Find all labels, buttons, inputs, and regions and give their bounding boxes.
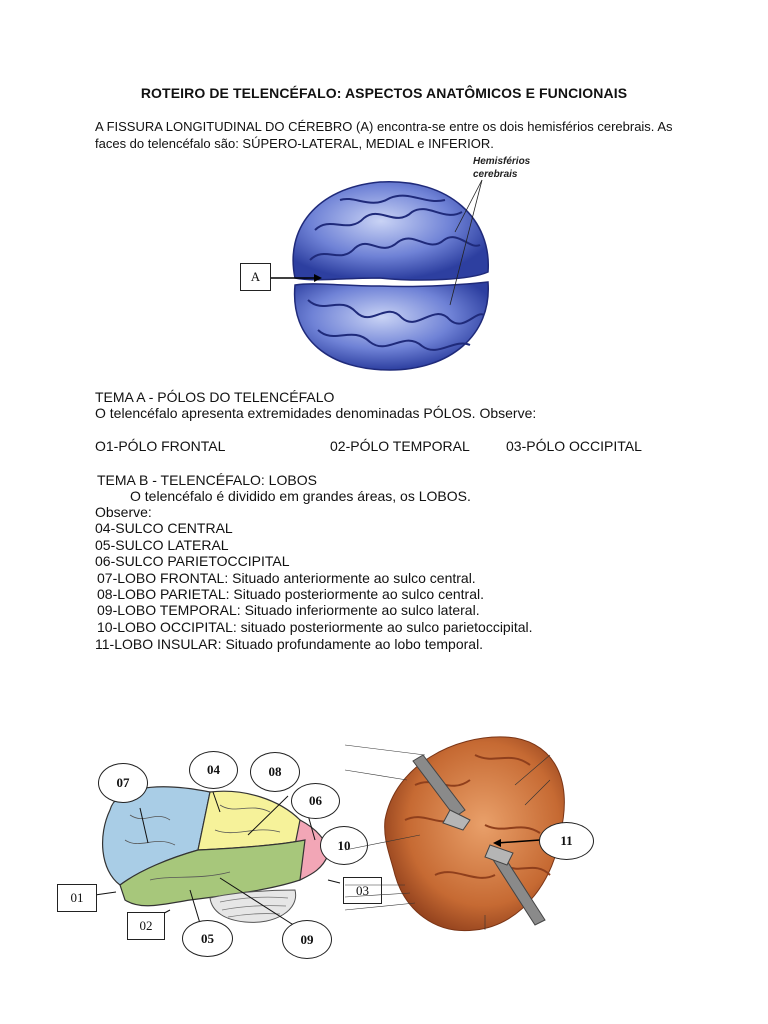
hemispheres-label-line2: cerebrais — [473, 169, 518, 180]
hemisphere-pointer-lower — [449, 179, 483, 306]
insula-arrow — [496, 839, 541, 844]
callout-05: 05 — [182, 920, 233, 957]
tema-b-heading: TEMA B - TELENCÉFALO: LOBOS — [97, 472, 317, 488]
observe-label: Observe: — [95, 504, 152, 520]
label-box-03: 03 — [343, 877, 382, 904]
pole-frontal: O1-PÓLO FRONTAL — [95, 438, 226, 454]
list-item: 08-LOBO PARIETAL: Situado posteriormente… — [97, 586, 485, 602]
pole-temporal: 02-PÓLO TEMPORAL — [330, 438, 470, 454]
list-item: 06-SULCO PARIETOCCIPITAL — [95, 553, 290, 569]
hemispheres-label-line1: Hemisférios — [473, 156, 531, 167]
callout-11: 11 — [539, 822, 594, 860]
fissure-arrowhead — [314, 274, 322, 282]
list-item: 11-LOBO INSULAR: Situado profundamente a… — [95, 636, 484, 652]
page-title: ROTEIRO DE TELENCÉFALO: ASPECTOS ANATÔMI… — [140, 85, 628, 101]
tema-a-text: O telencéfalo apresenta extremidades den… — [95, 405, 537, 421]
insula-figure — [344, 736, 565, 932]
superior-brain-figure: Hemisférios cerebrais — [270, 156, 531, 371]
lobes-diagram — [94, 786, 341, 941]
callout-10: 10 — [320, 826, 368, 865]
tema-b-text: O telencéfalo é dividido em grandes área… — [130, 488, 471, 504]
callout-07: 07 — [98, 763, 148, 803]
hemisphere-pointer-upper — [454, 179, 483, 233]
pole-occipital: 03-PÓLO OCCIPITAL — [506, 438, 642, 454]
label-box-01: 01 — [57, 884, 97, 912]
list-item: 04-SULCO CENTRAL — [95, 520, 233, 536]
callout-09: 09 — [282, 920, 332, 959]
list-item: 07-LOBO FRONTAL: Situado anteriormente a… — [97, 570, 476, 586]
callout-08: 08 — [250, 752, 300, 792]
tema-a-heading: TEMA A - PÓLOS DO TELENCÉFALO — [95, 389, 335, 405]
callout-04: 04 — [189, 751, 238, 789]
retractor-lower-tip — [484, 844, 514, 866]
list-item: 09-LOBO TEMPORAL: Situado inferiormente … — [97, 602, 480, 618]
label-box-02: 02 — [127, 912, 165, 940]
leader-lines — [344, 744, 551, 930]
insula-arrowhead — [493, 839, 501, 847]
upper-hemisphere — [292, 181, 489, 281]
list-item: 05-SULCO LATERAL — [95, 537, 229, 553]
list-item: 10-LOBO OCCIPITAL: situado posteriorment… — [97, 619, 533, 635]
label-box-a: A — [240, 263, 271, 291]
intro-paragraph: A FISSURA LONGITUDINAL DO CÉREBRO (A) en… — [95, 119, 673, 151]
lower-hemisphere — [293, 281, 489, 371]
retractor-upper-tip — [442, 809, 471, 831]
parietal-lobe — [197, 790, 306, 851]
temporal-lobe — [119, 839, 306, 907]
callout-06: 06 — [291, 783, 340, 819]
